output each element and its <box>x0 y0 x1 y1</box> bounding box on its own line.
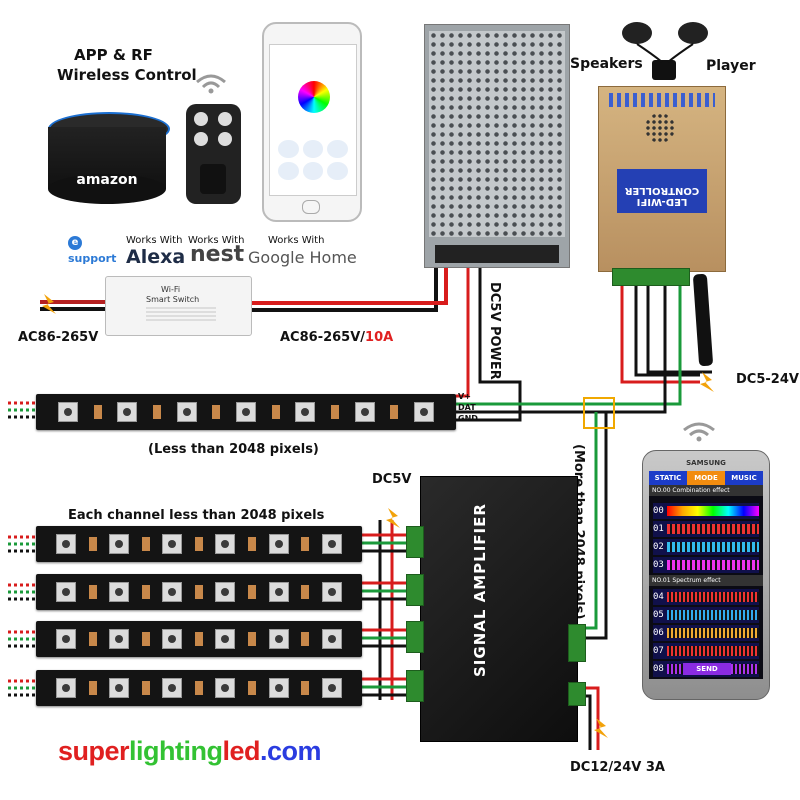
channel-strip-1 <box>36 526 362 562</box>
signal-amplifier: SIGNAL AMPLIFIER <box>420 476 578 742</box>
tab-music[interactable]: MUSIC <box>731 474 757 482</box>
nest-logo: nest <box>190 242 245 267</box>
esupport-logo: e support <box>68 236 117 265</box>
alexa-logo: Alexa <box>126 246 186 268</box>
power-supply-icon <box>424 24 570 268</box>
effect-row[interactable]: 03 <box>653 557 759 573</box>
led-strip-main <box>36 394 456 430</box>
junction-marker <box>583 397 615 429</box>
dc5-24v-label: DC5-24V <box>736 372 799 387</box>
wireless-control-label: Wireless Control <box>57 66 197 84</box>
each-channel-label: Each channel less than 2048 pixels <box>68 508 325 523</box>
dc5v-red-wire <box>455 265 470 398</box>
pin-gnd-label: GND <box>458 414 478 423</box>
headphones-icon <box>612 14 722 82</box>
wifi-signal-icon <box>195 72 227 94</box>
ac-out-black-wire <box>250 265 438 312</box>
effect-row[interactable]: 04 <box>653 589 759 605</box>
pin-vplus-label: V+ <box>458 392 471 401</box>
smartphone-icon <box>262 22 362 222</box>
works-with-alexa-label: Works With <box>126 235 183 246</box>
android-phone: SAMSUNG STATIC MODE MUSIC NO.00 Combinat… <box>642 450 770 700</box>
wifi-signal-icon <box>682 420 716 442</box>
ac-out-red-wire <box>250 265 448 305</box>
controller-terminal <box>612 268 690 286</box>
effect-row[interactable]: 06 <box>653 625 759 641</box>
wifi-smart-switch: Wi-Fi Smart Switch <box>105 276 252 336</box>
effect-row[interactable]: 00 <box>653 503 759 519</box>
amp-terminal-power <box>568 682 586 706</box>
works-with-google-label: Works With <box>268 235 325 246</box>
pin-dat-label: DAT <box>458 403 476 412</box>
fuse-icon <box>42 294 714 738</box>
amp-terminal-4 <box>406 670 424 702</box>
dc12-24v-label: DC12/24V 3A <box>570 760 665 775</box>
controller-gnd2-wire <box>455 282 667 414</box>
brand-logo: superlightingled.com <box>58 736 322 766</box>
dc5v-label: DC5V <box>372 472 412 487</box>
amp-terminal-in <box>568 624 586 662</box>
amp-terminal-1 <box>406 526 424 558</box>
channel-strip-2 <box>36 574 362 610</box>
dc5v-power-label: DC5V POWER <box>487 282 502 380</box>
google-home-logo: Google Home <box>248 248 357 267</box>
works-with-nest-label: Works With <box>188 235 245 246</box>
tab-static[interactable]: STATIC <box>654 474 682 482</box>
tab-mode[interactable]: MODE <box>687 471 725 485</box>
amazon-logo: amazon <box>76 172 138 188</box>
effect-row[interactable]: 02 <box>653 539 759 555</box>
less-2048-label: (Less than 2048 pixels) <box>148 442 319 457</box>
led-wifi-controller: LED-WIFI CONTROLLER <box>598 86 726 272</box>
ac-input-label: AC86-265V <box>18 330 99 345</box>
effect-row[interactable]: 05 <box>653 607 759 623</box>
dc524-black-wire <box>634 282 700 377</box>
controller-dat-wire <box>455 282 682 406</box>
player-label: Player <box>706 58 756 74</box>
app-screen: STATIC MODE MUSIC NO.00 Combination effe… <box>649 471 763 679</box>
amazon-echo-icon: amazon <box>48 112 170 204</box>
channel-strip-4 <box>36 670 362 706</box>
amp-terminal-3 <box>406 621 424 653</box>
speakers-label: Speakers <box>570 56 643 72</box>
effect-row[interactable]: 07 <box>653 643 759 659</box>
app-rf-label: APP & RF <box>74 46 153 64</box>
ac-output-label: AC86-265V/10A <box>280 330 394 345</box>
rf-remote-icon <box>186 104 241 204</box>
controller-gnd-wire <box>646 282 712 374</box>
dashed-leads <box>8 401 36 697</box>
gnd-to-amp-wire <box>582 412 608 640</box>
effect-row[interactable]: 01 <box>653 521 759 537</box>
dat-to-amp-wire <box>582 412 598 630</box>
channel-strip-3 <box>36 621 362 657</box>
dc5v-black-wire <box>455 265 522 422</box>
amp-terminal-2 <box>406 574 424 606</box>
send-button[interactable]: SEND <box>683 663 731 675</box>
dc524-red-wire <box>620 282 700 384</box>
